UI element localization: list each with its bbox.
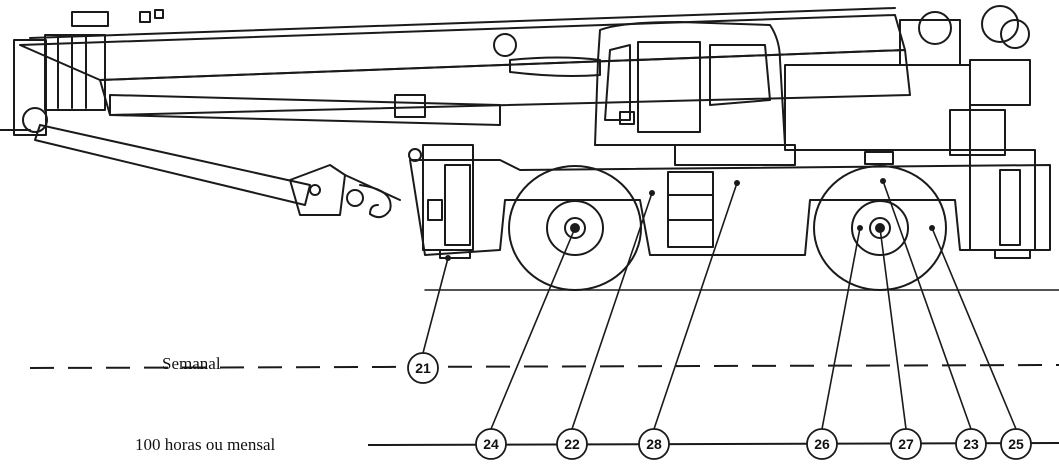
monthly-label: 100 horas ou mensal: [135, 435, 276, 454]
rear-wheel: [813, 165, 947, 291]
leader-line-24: [490, 227, 576, 430]
callout-circle-27: [890, 428, 922, 460]
chassis: [409, 151, 1051, 256]
callout-circle-23: [955, 428, 987, 460]
crane-boom: [0, 7, 911, 136]
leader-line-25: [931, 227, 1017, 430]
callout-number-23: 23: [963, 436, 979, 452]
callout-22: 22: [556, 428, 588, 460]
callout-number-22: 22: [564, 436, 580, 452]
callout-number-24: 24: [483, 436, 499, 452]
callout-number-28: 28: [646, 436, 662, 452]
callout-26: 26: [806, 428, 838, 460]
callout-21: 21: [407, 352, 439, 384]
outrigger-rear: [969, 149, 1036, 259]
weekly-schedule-line: [29, 364, 1059, 369]
callout-23: 23: [955, 428, 987, 460]
callout-circle-28: [638, 428, 670, 460]
leader-line-21: [422, 257, 449, 354]
callout-circle-25: [1000, 428, 1032, 460]
luffing-cylinder: [34, 94, 501, 206]
callout-circle-26: [806, 428, 838, 460]
callout-circle-21: [407, 352, 439, 384]
operator-cab: [594, 21, 791, 146]
callout-number-27: 27: [898, 436, 914, 452]
callout-circle-24: [475, 428, 507, 460]
callout-number-25: 25: [1008, 436, 1024, 452]
weekly-label: Semanal: [162, 354, 221, 373]
leader-line-26: [821, 227, 861, 430]
leader-line-27: [879, 227, 907, 430]
callout-25: 25: [1000, 428, 1032, 460]
front-wheel: [508, 165, 642, 291]
superstructure: [674, 5, 1031, 166]
callout-24: 24: [475, 428, 507, 460]
outrigger-front: [408, 144, 474, 259]
callout-circle-22: [556, 428, 588, 460]
hook-block: [289, 164, 401, 219]
callout-number-26: 26: [814, 436, 830, 452]
leader-line-28: [653, 182, 738, 430]
callout-27: 27: [890, 428, 922, 460]
leader-line-23: [882, 180, 972, 430]
callout-28: 28: [638, 428, 670, 460]
leader-line-22: [571, 192, 653, 430]
callout-number-21: 21: [415, 360, 431, 376]
